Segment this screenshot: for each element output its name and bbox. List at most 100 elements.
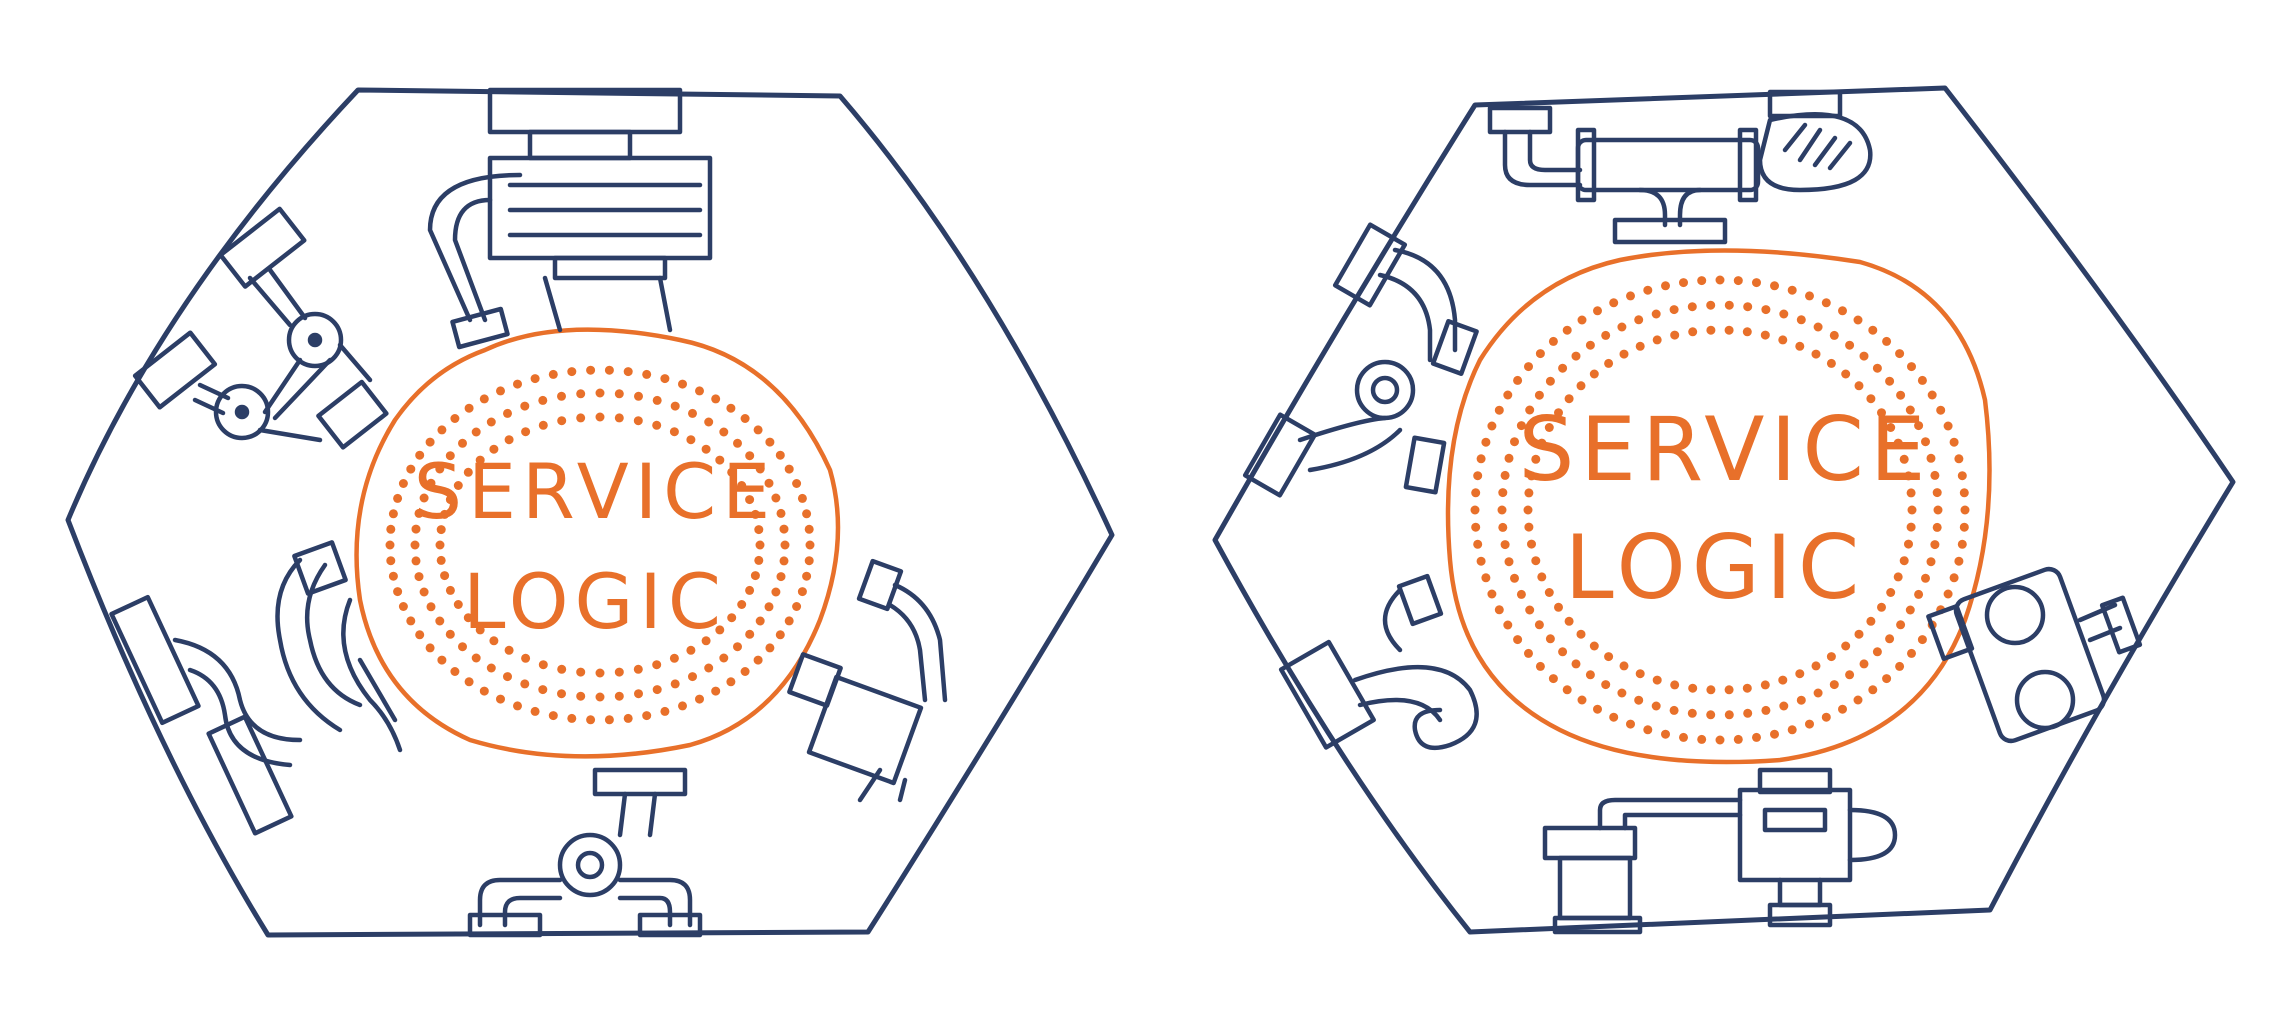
core-dot bbox=[776, 508, 786, 518]
core-dot bbox=[1733, 734, 1743, 744]
core-dot bbox=[1576, 629, 1586, 639]
core-dot bbox=[1706, 685, 1716, 695]
core-dot bbox=[1960, 505, 1970, 515]
core-dot bbox=[1845, 340, 1855, 350]
core-dot bbox=[410, 540, 420, 550]
core-dot bbox=[1516, 421, 1526, 431]
core-dot bbox=[745, 585, 755, 595]
core-dot bbox=[440, 509, 450, 519]
core-dot bbox=[1494, 405, 1504, 415]
core-dot bbox=[1882, 336, 1892, 346]
core-dot bbox=[715, 455, 725, 465]
core-dot bbox=[797, 587, 807, 597]
core-dot bbox=[576, 413, 586, 423]
core-dot bbox=[784, 616, 794, 626]
core-dot bbox=[719, 427, 729, 437]
core-dot bbox=[445, 451, 455, 461]
core-dot bbox=[797, 493, 807, 503]
core-dot bbox=[475, 455, 485, 465]
core-dot bbox=[520, 679, 530, 689]
core-dot bbox=[1513, 375, 1523, 385]
core-dot bbox=[1868, 685, 1878, 695]
core-dot bbox=[1498, 488, 1508, 498]
core-label-left-line1: SERVICE bbox=[414, 447, 776, 536]
core-dot bbox=[1585, 340, 1595, 350]
core-dot bbox=[704, 417, 714, 427]
core-dot bbox=[771, 493, 781, 503]
core-dot bbox=[1905, 405, 1915, 415]
core-dot bbox=[1926, 557, 1936, 567]
core-dot bbox=[1688, 327, 1698, 337]
core-dot bbox=[1476, 454, 1486, 464]
valve-cluster-icon bbox=[132, 206, 389, 450]
core-dot bbox=[1571, 659, 1581, 669]
core-dot bbox=[426, 478, 436, 488]
core-dot bbox=[586, 715, 596, 725]
core-dot bbox=[538, 685, 548, 695]
core-dot bbox=[1500, 470, 1510, 480]
core-dot bbox=[1813, 322, 1823, 332]
core-dot bbox=[548, 369, 558, 379]
core-dot bbox=[726, 403, 736, 413]
core-dot bbox=[688, 408, 697, 418]
core-dot bbox=[504, 645, 514, 655]
core-dot bbox=[745, 451, 755, 461]
core-dot bbox=[1510, 437, 1519, 447]
core-dot bbox=[436, 525, 446, 535]
core-dot bbox=[1907, 505, 1917, 515]
core-dot bbox=[496, 386, 505, 396]
core-dot bbox=[1906, 522, 1916, 532]
core-dot bbox=[538, 420, 548, 430]
core-dot bbox=[1688, 683, 1698, 693]
core-dot bbox=[520, 401, 530, 411]
core-dot bbox=[1954, 556, 1964, 566]
core-dot bbox=[1854, 629, 1864, 639]
core-dot bbox=[1661, 729, 1670, 739]
core-dot bbox=[1959, 522, 1969, 532]
core-dot bbox=[1914, 421, 1924, 431]
core-dot bbox=[1651, 701, 1661, 711]
core-dot bbox=[1635, 341, 1645, 351]
core-dot bbox=[414, 572, 424, 582]
core-dot bbox=[753, 425, 763, 435]
core-dot bbox=[1770, 281, 1779, 291]
core-dot bbox=[1872, 363, 1882, 373]
core-dot bbox=[1778, 335, 1788, 345]
core-dot bbox=[745, 495, 755, 505]
core-dot bbox=[740, 667, 750, 676]
core-dot bbox=[1761, 705, 1771, 715]
core-dot bbox=[1545, 376, 1555, 386]
core-dot bbox=[1761, 305, 1771, 315]
service-core-left bbox=[354, 327, 841, 759]
core-dot bbox=[1687, 708, 1697, 718]
core-dot bbox=[701, 636, 711, 646]
core-dot bbox=[386, 556, 396, 566]
core-dot bbox=[1743, 302, 1753, 312]
core-dot bbox=[1500, 540, 1510, 550]
core-dot bbox=[411, 556, 421, 566]
core-dot bbox=[771, 587, 781, 597]
core-dot bbox=[1859, 351, 1869, 361]
core-dot bbox=[755, 464, 765, 474]
core-dot bbox=[1853, 695, 1863, 705]
core-dot bbox=[1545, 634, 1555, 644]
core-dot bbox=[1715, 275, 1725, 285]
core-dot bbox=[652, 685, 662, 695]
core-dot bbox=[733, 642, 742, 652]
core-dot bbox=[1787, 285, 1797, 295]
core-dot bbox=[1957, 539, 1967, 549]
core-dot bbox=[419, 587, 429, 597]
core-dot bbox=[1652, 335, 1662, 345]
core-dot bbox=[802, 571, 812, 581]
core-dot bbox=[1564, 394, 1574, 404]
core-dot bbox=[450, 414, 460, 423]
core-dot bbox=[557, 664, 567, 674]
core-dot bbox=[1917, 375, 1927, 385]
core-dot bbox=[1959, 488, 1969, 498]
core-dot bbox=[1534, 390, 1544, 400]
core-dot bbox=[779, 524, 789, 534]
canister-icon bbox=[787, 558, 948, 803]
core-dot bbox=[1877, 408, 1886, 418]
core-dot bbox=[1885, 376, 1895, 386]
core-dot bbox=[1706, 710, 1716, 720]
